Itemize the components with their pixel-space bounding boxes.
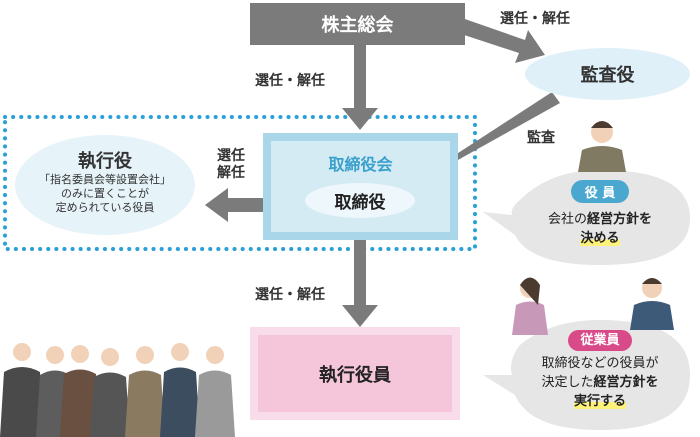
officer-bubble-shape xyxy=(483,170,690,265)
auditor-label: 監査役 xyxy=(580,65,635,86)
employee-bubble-shape xyxy=(483,320,690,430)
officer-bubble: 役 員 会社の経営方針を 決める xyxy=(515,180,685,246)
employee-people xyxy=(512,277,674,335)
officer-text-highlight: 決める xyxy=(580,231,620,246)
employee-text-plain: 決定した xyxy=(541,375,594,390)
operating-officer-label: 執行役員 xyxy=(319,364,391,386)
label-dismiss: 解任 xyxy=(217,165,245,181)
executive-officer-note-1: 「指名委員会等設置会社」 xyxy=(39,173,171,186)
employee-text-highlight: 実行する xyxy=(573,394,626,409)
auditor-ellipse: 監査役 xyxy=(525,48,690,100)
executive-officer-note-2: のみに置くことが xyxy=(61,187,149,200)
dotted-boundary xyxy=(3,115,477,251)
employee-bubble: 従業員 取締役などの役員が 決定した経営方針を 実行する xyxy=(515,330,685,411)
label-appoint-dismiss-board: 選任・解任 xyxy=(255,73,325,89)
label-appoint-dismiss-operating: 選任・解任 xyxy=(255,287,325,303)
executive-officer-ellipse: 執行役 「指名委員会等設置会社」 のみに置くことが 定められている役員 xyxy=(15,135,195,235)
officer-text-plain: 会社の xyxy=(547,212,587,227)
arrow-to-executive xyxy=(205,188,263,222)
director-ellipse: 取締役 xyxy=(305,183,415,218)
arrow-to-operating xyxy=(342,240,378,327)
arrow-to-board xyxy=(342,45,378,130)
shareholders-meeting-box: 株主総会 xyxy=(250,3,465,45)
label-audit: 監査 xyxy=(527,130,555,146)
board-box: 取締役会 取締役 xyxy=(263,133,458,240)
director-label: 取締役 xyxy=(334,193,386,213)
officer-person xyxy=(578,121,626,172)
executive-officer-note-3: 定められている役員 xyxy=(55,201,155,214)
people-group xyxy=(0,343,235,437)
shareholders-label: 株主総会 xyxy=(321,15,394,36)
label-appoint-dismiss-executive: 選任解任 xyxy=(217,148,245,182)
employee-text-1: 取締役などの役員が xyxy=(541,356,659,371)
executive-officer-title: 執行役 xyxy=(78,151,132,172)
employee-text-bold: 経営方針を xyxy=(593,375,659,390)
arrow-to-auditor xyxy=(458,18,545,63)
employee-badge: 従業員 xyxy=(568,330,632,351)
officer-text-bold: 経営方針を xyxy=(587,212,653,227)
label-appoint: 選任 xyxy=(217,148,245,164)
board-title: 取締役会 xyxy=(328,155,393,174)
operating-officer-box: 執行役員 xyxy=(250,327,460,420)
label-appoint-dismiss-auditor: 選任・解任 xyxy=(500,11,570,27)
officer-badge: 役 員 xyxy=(570,180,630,203)
